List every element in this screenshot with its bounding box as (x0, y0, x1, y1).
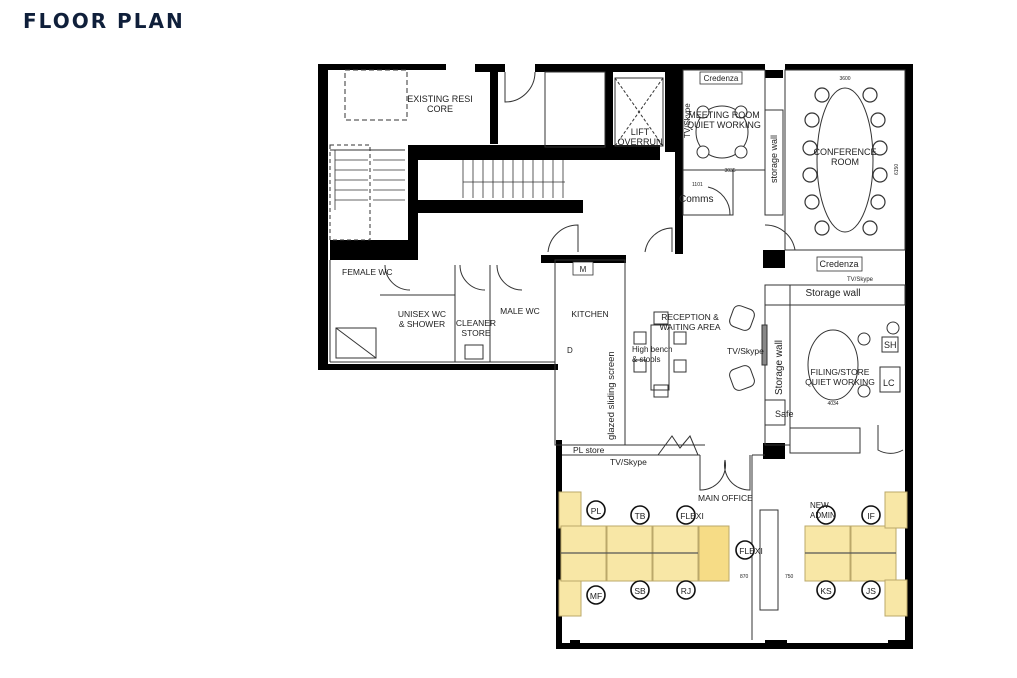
filing-table (807, 321, 901, 401)
comms-dim: 1101 (692, 182, 703, 188)
meeting-tv-label: TV/Skype (683, 103, 692, 138)
stairs (334, 150, 565, 210)
filing-tv-label: TV/Skype (847, 277, 874, 283)
seat-ks: KS (820, 586, 832, 596)
dim-870: 870 (740, 574, 749, 580)
cleaner-label-1: CLEANER (456, 318, 496, 328)
filing-label-1: FILING/STORE (811, 367, 870, 377)
seat-if: IF (867, 511, 875, 521)
filing-label-2: QUIET WORKING (805, 377, 875, 387)
seat-rj: RJ (681, 586, 691, 596)
pl-store-label: PL store (573, 445, 605, 455)
conference-dim-h: 6150 (894, 164, 900, 175)
reception-label-1: RECEPTION & (661, 312, 719, 322)
comms-label: Comms (679, 194, 713, 205)
dishwasher-label: D (567, 346, 573, 355)
microwave-label: M (580, 265, 587, 274)
conference-table (816, 87, 874, 233)
seat-pl: PL (591, 506, 602, 516)
conference-chairs (802, 87, 888, 236)
seat-flexi-top: FLEXI (680, 511, 704, 521)
office-chairs (586, 500, 881, 605)
seat-mf: MF (590, 591, 602, 601)
male-wc-label: MALE WC (500, 306, 540, 316)
bench-label-1: High bench (632, 345, 672, 354)
reception-tv-label: TV/Skype (727, 346, 764, 356)
page-title: FLOOR PLAN (23, 9, 185, 33)
lc-label: LC (883, 378, 895, 388)
office-tv-label: TV/Skype (610, 457, 647, 467)
storage-wall-vertical-label: Storage wall (774, 340, 785, 395)
meeting-credenza-label: Credenza (704, 74, 739, 83)
filing-dim: 4034 (827, 401, 838, 407)
sliding-screen-label: glazed sliding screen (606, 351, 617, 440)
conference-label-2: ROOM (831, 157, 859, 167)
unisex-wc-label-2: & SHOWER (399, 319, 445, 329)
meeting-label-1: MEETING ROOM (688, 110, 760, 120)
resi-core-label-2: CORE (427, 104, 453, 114)
meeting-dim: 3035 (724, 168, 735, 174)
lift-label-2: OVERRUN (617, 137, 662, 147)
desks (558, 491, 908, 617)
kitchen-label: KITCHEN (571, 309, 608, 319)
new-admin-label-2: ADMIN (810, 511, 836, 520)
resi-core-label-1: EXISTING RESI (407, 94, 473, 104)
interior-lines (329, 69, 906, 640)
filing-credenza-label: Credenza (819, 259, 858, 269)
seat-tb: TB (635, 511, 646, 521)
seat-sb: SB (634, 586, 646, 596)
cleaner-label-2: STORE (461, 328, 490, 338)
storage-wall-top-label: storage wall (769, 135, 779, 183)
lift-label-1: LIFT (631, 127, 650, 137)
meeting-table (695, 105, 749, 159)
main-office-label: MAIN OFFICE (698, 493, 753, 503)
reception-label-2: WAITING AREA (659, 322, 720, 332)
female-wc-label: FEMALE WC (342, 267, 393, 277)
walls (318, 64, 913, 649)
new-admin-label-1: NEW (810, 501, 829, 510)
seat-js: JS (866, 586, 876, 596)
meeting-label-2: QUIET WORKING (687, 120, 761, 130)
sh-label: SH (884, 340, 897, 350)
bench-label-2: & stools (632, 355, 660, 364)
labels: EXISTING RESI CORE LIFT OVERRUN Credenza… (342, 71, 900, 601)
seat-flexi-end: FLEXI (739, 546, 763, 556)
safe-label: Safe (775, 409, 794, 419)
reception-furniture (633, 305, 768, 456)
doors (384, 71, 904, 491)
unisex-wc-label-1: UNISEX WC (398, 309, 446, 319)
dim-750: 750 (785, 574, 794, 580)
storage-wall-horizontal-label: Storage wall (805, 288, 860, 299)
conference-label-1: CONFERENCE (813, 147, 876, 157)
conference-dim-w: 3600 (839, 76, 850, 82)
